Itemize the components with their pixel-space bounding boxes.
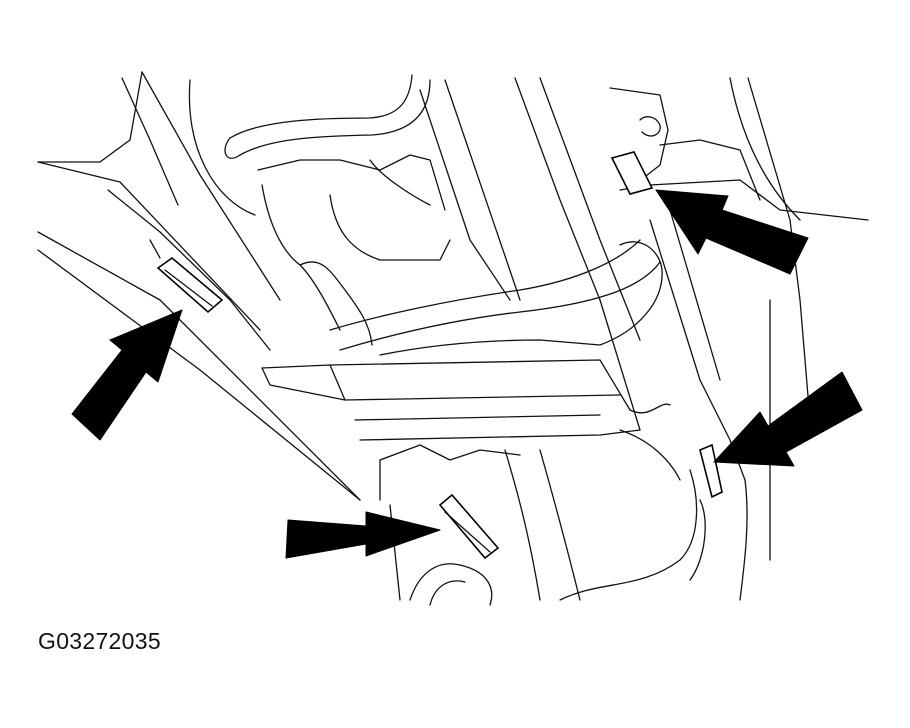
- clip-bottom: [438, 493, 500, 560]
- arrow-icon: [713, 371, 863, 467]
- clip-upper-right: [610, 151, 654, 195]
- arrow-right: [713, 371, 863, 467]
- arrow-icon: [655, 189, 809, 275]
- figure-label: G03272035: [38, 628, 161, 654]
- arrow-left: [71, 309, 183, 441]
- component-outline: [37, 71, 869, 606]
- arrow-icon: [71, 309, 183, 441]
- arrow-upper-right: [655, 189, 809, 275]
- clip-left: [156, 256, 224, 314]
- arrow-bottom: [285, 511, 441, 559]
- clip-right: [699, 443, 723, 499]
- arrow-icon: [285, 511, 441, 559]
